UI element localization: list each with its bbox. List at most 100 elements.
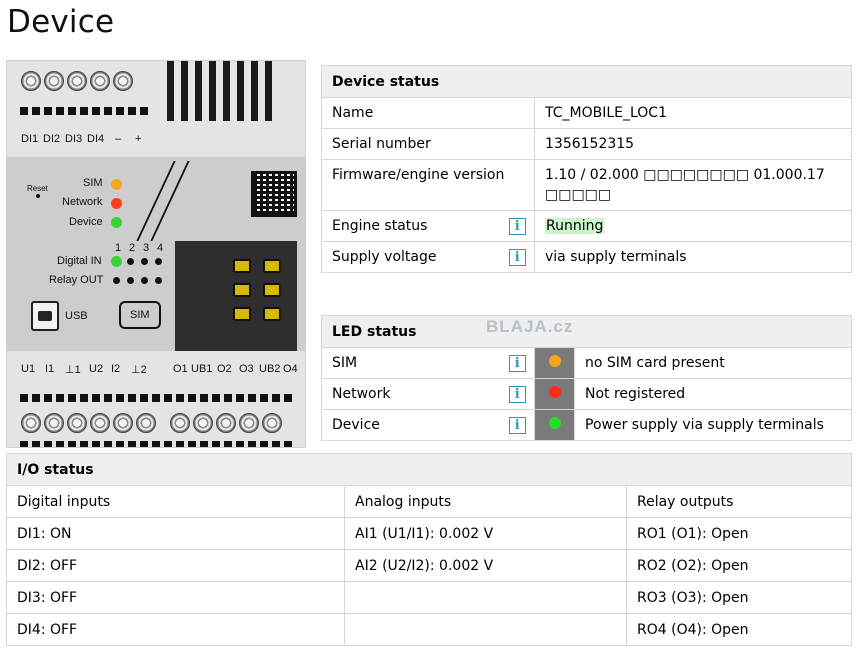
di4-cell: DI4: OFF [6, 613, 345, 646]
device-image: DI1 DI2 DI3 DI4 – + Reset SIM Network De… [6, 60, 306, 448]
sim-slot-frame [119, 301, 161, 329]
device-led-indicator [111, 217, 122, 228]
bottom-screw-terminals-right [170, 413, 282, 433]
o1-terminal-label: O1 [173, 363, 188, 375]
relay-out-label: Relay OUT [49, 274, 104, 286]
ro1-led-dot [113, 277, 120, 284]
led-status-heading: LED status [321, 315, 852, 348]
sim-led-info[interactable]: i [500, 347, 535, 379]
o4-terminal-label: O4 [283, 363, 298, 375]
bottom-edge-stripes [20, 441, 292, 447]
engine-status-info[interactable]: i [500, 210, 535, 242]
ro2-cell: RO2 (O2): Open [626, 549, 852, 582]
empty-analog-cell [344, 613, 627, 646]
sim-led-text: no SIM card present [574, 347, 852, 379]
serial-number-value: 1356152315 [534, 128, 852, 160]
sim-contact [263, 283, 281, 297]
info-icon[interactable]: i [508, 385, 526, 403]
engine-status-badge: Running [545, 218, 605, 234]
ub2-terminal-label: UB2 [259, 363, 281, 375]
ro2-led-dot [127, 277, 134, 284]
info-icon[interactable]: i [508, 217, 526, 235]
sim-contact [263, 259, 281, 273]
o3-terminal-label: O3 [239, 363, 254, 375]
device-status-led-icon [548, 417, 561, 429]
digital-in-label: Digital IN [57, 255, 102, 267]
ub1-terminal-label: UB1 [191, 363, 213, 375]
led-status-table: LED status SIM i no SIM card present Net… [321, 315, 852, 441]
network-led-label: Network [62, 196, 103, 208]
network-led-cell [534, 378, 575, 410]
relay-outputs-header: Relay outputs [626, 485, 852, 518]
u2-terminal-label: U2 [89, 363, 104, 375]
sim-led-indicator [111, 179, 122, 190]
table-row: Device i Power supply via supply termina… [321, 409, 852, 441]
bottom-vent-stripes [20, 394, 292, 402]
usb-port [31, 301, 59, 331]
ro3-led-dot [141, 277, 148, 284]
di1-terminal-label: DI1 [21, 133, 39, 145]
o2-terminal-label: O2 [217, 363, 232, 375]
minus-terminal-label: – [115, 133, 122, 145]
di3-led-dot [141, 258, 148, 265]
watermark: BLAJA.cz [486, 317, 574, 336]
network-led-text: Not registered [574, 378, 852, 410]
table-row: Network i Not registered [321, 378, 852, 410]
i1-terminal-label: I1 [45, 363, 55, 375]
firmware-version-value: 1.10 / 02.000 □□□□□□□□ 01.000.17 □□□□□ [534, 159, 852, 211]
table-row: DI2: OFF AI2 (U2/I2): 0.002 V RO2 (O2): … [6, 549, 852, 582]
table-row: DI4: OFF RO4 (O4): Open [6, 613, 852, 646]
bottom-screw-terminals-left [21, 413, 156, 433]
engine-status-label: Engine status [321, 210, 501, 242]
ai2-cell: AI2 (U2/I2): 0.002 V [344, 549, 627, 582]
supply-voltage-info[interactable]: i [500, 241, 535, 273]
network-status-led-icon [548, 386, 561, 398]
i2-terminal-label: I2 [111, 363, 121, 375]
sim-status-led-icon [548, 355, 561, 367]
device-led-row-label: Device [321, 409, 501, 441]
usb-label: USB [65, 310, 88, 322]
di4-terminal-label: DI4 [87, 133, 105, 145]
device-led-cell [534, 409, 575, 441]
qr-code-image [251, 171, 297, 217]
device-led-info[interactable]: i [500, 409, 535, 441]
gnd2-terminal-label: ⊥2 [131, 364, 147, 376]
sim-led-row-label: SIM [321, 347, 501, 379]
serial-number-label: Serial number [321, 128, 535, 160]
io-status-heading: I/O status [6, 453, 852, 486]
table-row: Firmware/engine version 1.10 / 02.000 □□… [321, 159, 852, 211]
table-row: Supply voltage i via supply terminals [321, 241, 852, 273]
ro4-led-dot [155, 277, 162, 284]
info-icon[interactable]: i [508, 416, 526, 434]
engine-status-value: Running [534, 210, 852, 242]
di2-led-dot [127, 258, 134, 265]
io-status-table: I/O status Digital inputs Analog inputs … [6, 453, 852, 646]
channel-4-label: 4 [157, 242, 164, 254]
ro3-cell: RO3 (O3): Open [626, 581, 852, 614]
network-led-info[interactable]: i [500, 378, 535, 410]
di2-cell: DI2: OFF [6, 549, 345, 582]
info-icon[interactable]: i [508, 248, 526, 266]
table-row: DI1: ON AI1 (U1/I1): 0.002 V RO1 (O1): O… [6, 517, 852, 550]
network-led-indicator [111, 198, 122, 209]
sim-led-label: SIM [83, 177, 103, 189]
reset-hole [36, 194, 40, 198]
channel-3-label: 3 [143, 242, 150, 254]
top-screw-terminals [21, 71, 133, 91]
sim-contact [233, 259, 251, 273]
table-row: Serial number 1356152315 [321, 128, 852, 160]
page-title: Device [7, 4, 115, 40]
di1-led-indicator [111, 256, 122, 267]
device-led-label: Device [69, 216, 103, 228]
di4-led-dot [155, 258, 162, 265]
gnd1-terminal-label: ⊥1 [65, 364, 81, 376]
sim-contact [233, 283, 251, 297]
firmware-version-label: Firmware/engine version [321, 159, 535, 211]
table-row: Engine status i Running [321, 210, 852, 242]
device-status-heading: Device status [321, 65, 852, 98]
supply-voltage-value: via supply terminals [534, 241, 852, 273]
name-label: Name [321, 97, 535, 129]
info-icon[interactable]: i [508, 354, 526, 372]
plus-terminal-label: + [135, 133, 142, 145]
network-led-row-label: Network [321, 378, 501, 410]
